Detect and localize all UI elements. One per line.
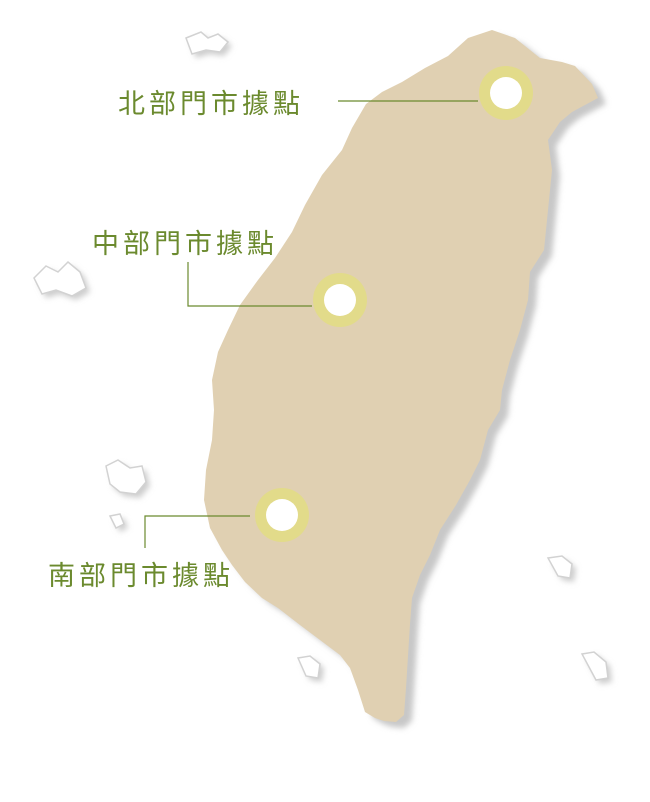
marker-central[interactable] <box>313 273 367 327</box>
islets <box>33 31 609 681</box>
region-label-central[interactable]: 中部門市據點 <box>92 229 278 260</box>
region-label-north[interactable]: 北部門市據點 <box>118 89 304 120</box>
islet-penghu-small <box>108 513 125 530</box>
leader-line-central <box>187 262 312 307</box>
islet-penghu <box>105 459 147 495</box>
islet-matsu <box>185 31 230 55</box>
islet-green-island <box>546 555 573 579</box>
islet-liuqiu <box>296 655 321 679</box>
marker-north[interactable] <box>479 66 533 120</box>
leader-line-south <box>144 515 250 548</box>
islet-orchid-island <box>580 651 609 681</box>
leader-lines <box>144 100 478 548</box>
islet-kinmen <box>33 260 87 297</box>
region-label-south[interactable]: 南部門市據點 <box>48 561 234 592</box>
taiwan-island <box>204 30 598 722</box>
marker-south[interactable] <box>255 488 309 542</box>
